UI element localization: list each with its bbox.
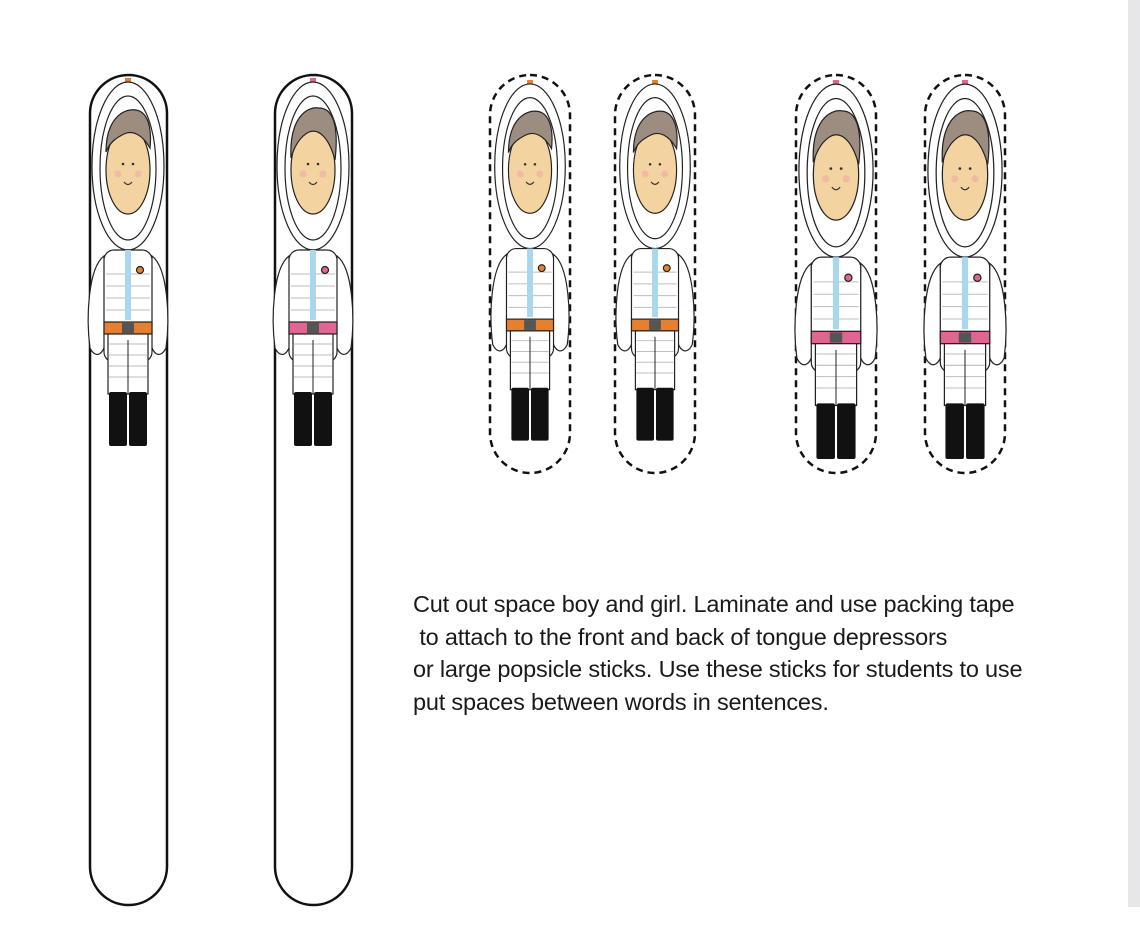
instructions-line-1: Cut out space boy and girl. Laminate and… — [413, 591, 1015, 617]
astronaut-girl-icon — [923, 80, 1007, 460]
astronaut-boy-icon — [490, 80, 570, 441]
instructions-line-2: to attach to the front and back of tongu… — [413, 623, 948, 650]
scrollbar[interactable] — [1128, 0, 1140, 907]
astronaut-girl-icon — [272, 78, 354, 446]
instructions-line-4: put spaces between words in sentences. — [413, 688, 829, 715]
astronaut-boy-icon — [87, 78, 169, 446]
instructions-text: Cut out space boy and girl. Laminate and… — [413, 588, 1113, 718]
instructions-line-3: or large popsicle sticks. Use these stic… — [413, 656, 1023, 682]
astronaut-girl-icon — [794, 80, 878, 460]
astronaut-boy-icon — [615, 80, 695, 441]
